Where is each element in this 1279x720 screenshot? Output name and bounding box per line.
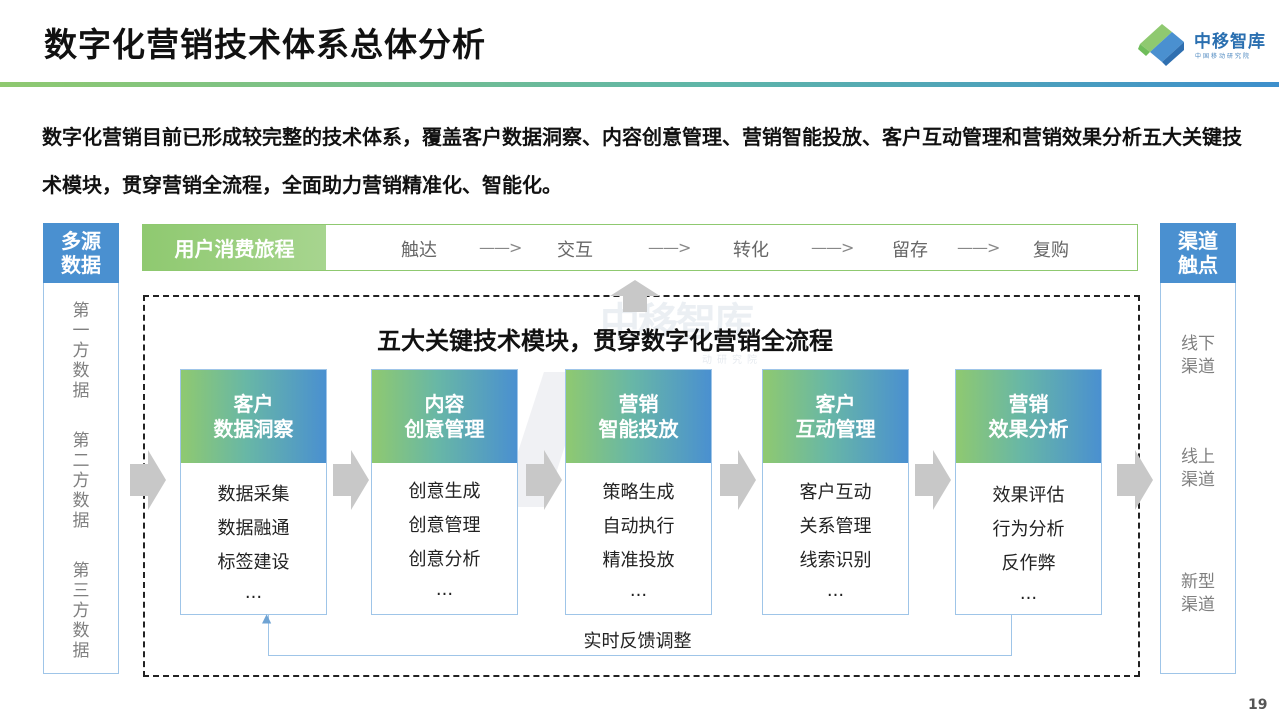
module-item: 关系管理 — [799, 516, 872, 537]
module-item: 策略生成 — [602, 482, 675, 503]
chevron-right-icon — [333, 450, 369, 510]
module-item: 创意生成 — [408, 481, 481, 502]
left-panel-item: 第一方数据 — [72, 301, 90, 401]
module-customer-interaction-management: 客户 互动管理 客户互动 关系管理 线索识别 ... — [762, 369, 909, 615]
module-item: 自动执行 — [602, 516, 675, 537]
intro-paragraph: 数字化营销目前已形成较完整的技术体系，覆盖客户数据洞察、内容创意管理、营销智能投… — [42, 125, 1242, 197]
right-panel-title: 渠道触点 — [1160, 223, 1236, 283]
module-item: 数据采集 — [217, 484, 290, 505]
module-item-list: 策略生成 自动执行 精准投放 ... — [566, 476, 711, 604]
chevron-right-icon — [720, 450, 756, 510]
module-title: 客户 数据洞察 — [181, 370, 326, 463]
chevron-right-icon — [915, 450, 951, 510]
module-item-more: ... — [244, 582, 263, 603]
journey-step: 触达 — [401, 240, 437, 261]
journey-step: 转化 — [733, 240, 769, 261]
title-divider — [0, 82, 1279, 87]
right-panel-body: 线下渠道 线上渠道 新型渠道 — [1160, 283, 1236, 674]
logo-name: 中移智库 — [1194, 32, 1266, 52]
logo: 中移智库 中国移动研究院 — [1136, 16, 1268, 70]
feedback-loop-line — [268, 615, 1012, 656]
page-title: 数字化营销技术体系总体分析 — [44, 25, 486, 64]
watermark-subtitle: 动研究院 — [702, 355, 762, 366]
right-panel-item: 新型渠道 — [1181, 572, 1215, 615]
module-item-more: ... — [1019, 583, 1038, 604]
module-item: 创意分析 — [408, 549, 481, 570]
module-item: 行为分析 — [992, 519, 1065, 540]
right-panel: 渠道触点 线下渠道 线上渠道 新型渠道 — [1160, 223, 1236, 675]
module-marketing-effect-analysis: 营销 效果分析 效果评估 行为分析 反作弊 ... — [955, 369, 1102, 615]
journey-arrow: ——> — [648, 238, 691, 257]
module-item: 精准投放 — [602, 550, 675, 571]
left-panel-item: 第二方数据 — [72, 431, 90, 531]
modules-heading: 五大关键技术模块，贯穿数字化营销全流程 — [377, 327, 833, 355]
right-panel-item: 线上渠道 — [1181, 447, 1215, 490]
module-item: 数据融通 — [217, 518, 290, 539]
journey-label: 用户消费旅程 — [143, 225, 326, 270]
left-panel-item: 第三方数据 — [72, 561, 90, 661]
module-item-more: ... — [629, 580, 648, 601]
module-item: 效果评估 — [992, 485, 1065, 506]
right-panel-item: 线下渠道 — [1181, 334, 1215, 377]
feedback-arrow-up-icon: ▲ — [262, 611, 272, 625]
feedback-label: 实时反馈调整 — [550, 627, 725, 653]
user-journey-bar: 用户消费旅程 触达 ——> 交互 ——> 转化 ——> 留存 ——> 复购 — [142, 224, 1138, 271]
journey-step: 留存 — [892, 240, 928, 261]
module-item-list: 效果评估 行为分析 反作弊 ... — [956, 479, 1101, 607]
module-content-creative-management: 内容 创意管理 创意生成 创意管理 创意分析 ... — [371, 369, 518, 615]
module-item-more: ... — [435, 579, 454, 600]
journey-arrow: ——> — [479, 238, 522, 257]
chevron-right-icon — [526, 450, 562, 510]
module-item: 反作弊 — [1001, 553, 1056, 574]
module-item: 线索识别 — [799, 550, 872, 571]
journey-arrow: ——> — [811, 238, 854, 257]
journey-step: 复购 — [1033, 240, 1069, 261]
module-customer-data-insight: 客户 数据洞察 数据采集 数据融通 标签建设 ... — [180, 369, 327, 615]
module-item-list: 数据采集 数据融通 标签建设 ... — [181, 478, 326, 606]
left-panel-title: 多源数据 — [43, 223, 119, 283]
chevron-right-icon — [1117, 450, 1153, 510]
module-title: 客户 互动管理 — [763, 370, 908, 463]
module-item-list: 客户互动 关系管理 线索识别 ... — [763, 476, 908, 604]
left-panel: 多源数据 第一方数据 第二方数据 第三方数据 — [43, 223, 119, 675]
module-item: 创意管理 — [408, 515, 481, 536]
logo-subtitle: 中国移动研究院 — [1195, 53, 1252, 60]
page-number: 19 — [1248, 697, 1268, 713]
module-title: 营销 智能投放 — [566, 370, 711, 463]
logo-mark-icon — [1138, 24, 1184, 66]
journey-arrow: ——> — [957, 238, 1000, 257]
journey-step: 交互 — [557, 240, 593, 261]
up-arrow-icon — [610, 280, 660, 312]
chevron-right-icon — [130, 450, 166, 510]
module-title: 内容 创意管理 — [372, 370, 517, 463]
left-panel-body: 第一方数据 第二方数据 第三方数据 — [43, 283, 119, 674]
module-marketing-smart-delivery: 营销 智能投放 策略生成 自动执行 精准投放 ... — [565, 369, 712, 615]
module-item-list: 创意生成 创意管理 创意分析 ... — [372, 475, 517, 603]
module-item: 标签建设 — [217, 552, 290, 573]
module-item-more: ... — [826, 580, 845, 601]
module-title: 营销 效果分析 — [956, 370, 1101, 463]
module-item: 客户互动 — [799, 482, 872, 503]
